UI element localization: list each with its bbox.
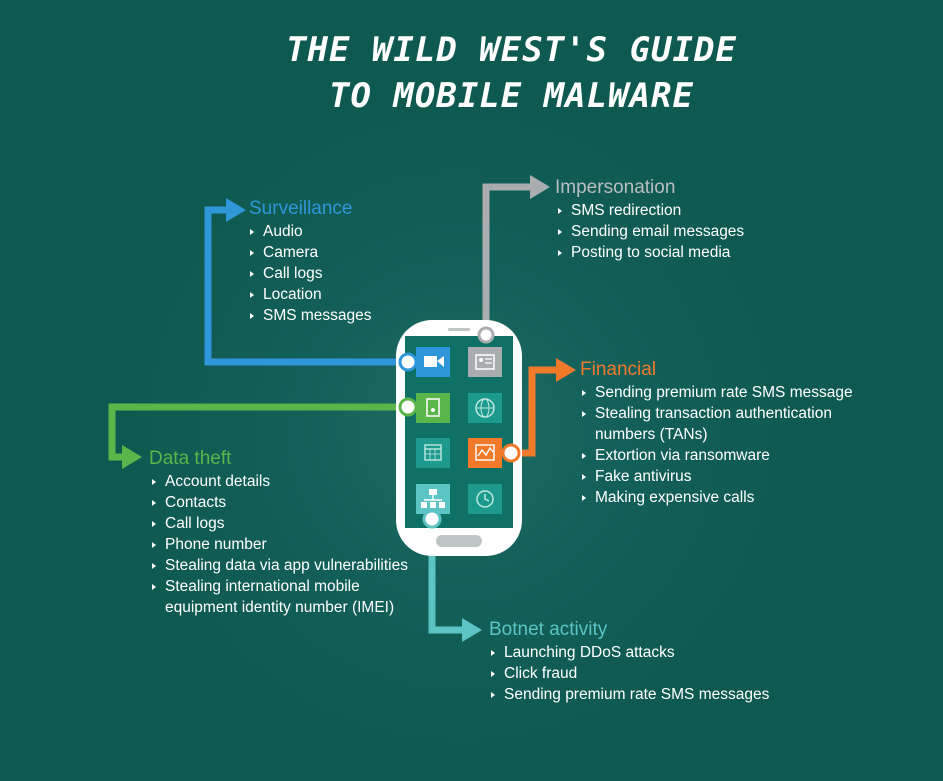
title-line-1: THE WILD WEST'S GUIDE: [286, 30, 737, 70]
financial-list: Sending premium rate SMS message Stealin…: [580, 382, 943, 508]
connector-botnet: [428, 520, 482, 642]
list-item: Stealing international mobile: [150, 576, 408, 597]
connector-surveillance: [204, 198, 408, 366]
video-camera-icon: [416, 347, 450, 377]
list-item-continuation: numbers (TANs): [595, 426, 708, 443]
data-theft-list: Account details Contacts Call logs Phone…: [150, 471, 408, 618]
impersonation-heading: Impersonation: [555, 177, 676, 198]
botnet-list: Launching DDoS attacks Click fraud Sendi…: [489, 642, 769, 705]
network-icon: [416, 484, 450, 514]
smartphone: [396, 320, 522, 556]
chart-icon: [468, 438, 502, 468]
surveillance-node: [398, 352, 418, 372]
list-item: Contacts: [150, 492, 408, 513]
list-item: Sending email messages: [556, 221, 744, 242]
list-item: Stealing transaction authentication: [580, 403, 943, 424]
list-item: Launching DDoS attacks: [489, 642, 769, 663]
list-item: Call logs: [248, 263, 372, 284]
contact-card-icon: [468, 347, 502, 377]
list-item: SMS messages: [248, 305, 372, 326]
financial-node: [501, 443, 521, 463]
impersonation-list: SMS redirection Sending email messages P…: [556, 200, 744, 263]
clock-icon: [468, 484, 502, 514]
connector-data-theft: [108, 403, 408, 469]
list-item-continuation: equipment identity number (IMEI): [165, 599, 395, 616]
impersonation-node: [477, 326, 495, 344]
list-item: Phone number: [150, 534, 408, 555]
calendar-icon: [416, 438, 450, 468]
list-item: Posting to social media: [556, 242, 744, 263]
list-item: Click fraud: [489, 663, 769, 684]
list-item: Fake antivirus: [580, 466, 943, 487]
data-theft-node: [398, 397, 418, 417]
list-item: Account details: [150, 471, 408, 492]
list-item: Stealing data via app vulnerabilities: [150, 555, 408, 576]
surveillance-list: Audio Camera Call logs Location SMS mess…: [248, 221, 372, 326]
financial-heading: Financial: [580, 359, 657, 380]
list-item: Extortion via ransomware: [580, 445, 943, 466]
document-icon: [416, 393, 450, 423]
botnet-heading: Botnet activity: [489, 619, 608, 640]
list-item: Making expensive calls: [580, 487, 943, 508]
list-item: Call logs: [150, 513, 408, 534]
list-item: SMS redirection: [556, 200, 744, 221]
list-item: Audio: [248, 221, 372, 242]
title-line-2: TO MOBILE MALWARE: [329, 76, 694, 116]
botnet-node: [422, 509, 442, 529]
list-item: Sending premium rate SMS message: [580, 382, 943, 403]
data-theft-heading: Data theft: [149, 448, 232, 469]
connector-impersonation: [482, 175, 550, 335]
list-item: Location: [248, 284, 372, 305]
list-item: Sending premium rate SMS messages: [489, 684, 769, 705]
globe-icon: [468, 393, 502, 423]
list-item: Camera: [248, 242, 372, 263]
surveillance-heading: Surveillance: [249, 198, 353, 219]
